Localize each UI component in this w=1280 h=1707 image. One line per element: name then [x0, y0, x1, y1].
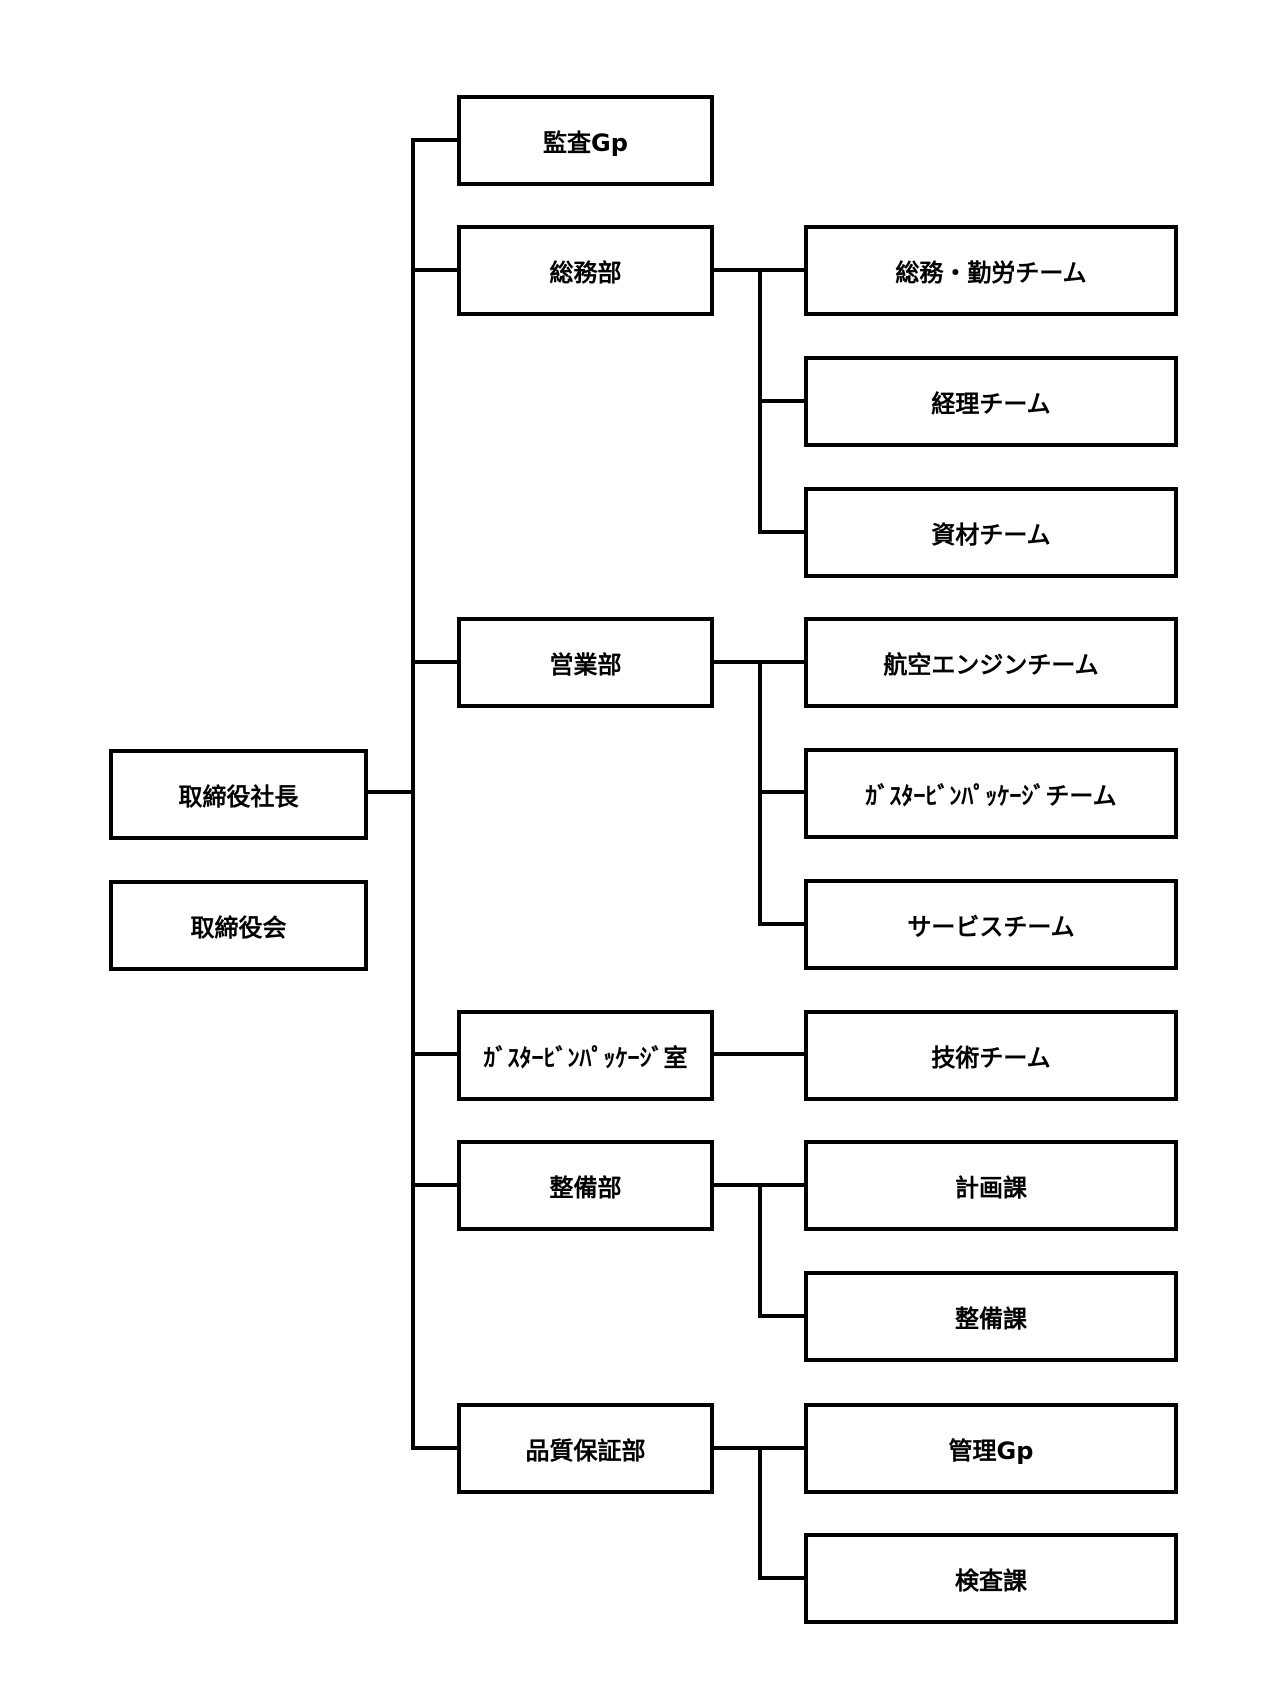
team-box: 検査課 [804, 1533, 1178, 1624]
team-box: 技術チーム [804, 1010, 1178, 1101]
team-box: 航空エンジンチーム [804, 617, 1178, 708]
dept-box-general-affairs: 総務部 [457, 225, 714, 316]
connector-line [411, 138, 415, 1450]
connector-line [758, 1183, 762, 1318]
connector-line [758, 922, 804, 926]
team-box: 整備課 [804, 1271, 1178, 1362]
dept-box-maintenance: 整備部 [457, 1140, 714, 1231]
president-box: 取締役社長 [109, 749, 368, 840]
connector-line [366, 790, 414, 794]
dept-box-gas-turbine: ｶﾞｽﾀｰﾋﾞﾝﾊﾟｯｹｰｼﾞ室 [457, 1010, 714, 1101]
dept-box-quality-assurance: 品質保証部 [457, 1403, 714, 1494]
team-box: 総務・勤労チーム [804, 225, 1178, 316]
team-box: 経理チーム [804, 356, 1178, 447]
board-box: 取締役会 [109, 880, 368, 971]
team-box: 管理Gp [804, 1403, 1178, 1494]
connector-line [411, 1052, 459, 1056]
connector-line [758, 1446, 762, 1580]
team-box: サービスチーム [804, 879, 1178, 970]
connector-line [758, 790, 804, 794]
connector-line [758, 1576, 804, 1580]
connector-line [411, 1446, 459, 1450]
team-box: 資材チーム [804, 487, 1178, 578]
connector-line [758, 399, 804, 403]
connector-line [411, 268, 459, 272]
dept-box-audit: 監査Gp [457, 95, 714, 186]
team-box: ｶﾞｽﾀｰﾋﾞﾝﾊﾟｯｹｰｼﾞチーム [804, 748, 1178, 839]
connector-line [411, 138, 459, 142]
connector-line [758, 530, 804, 534]
connector-line [758, 1314, 804, 1318]
connector-line [712, 1052, 804, 1056]
connector-line [411, 1183, 459, 1187]
connector-line [411, 660, 459, 664]
dept-box-sales: 営業部 [457, 617, 714, 708]
team-box: 計画課 [804, 1140, 1178, 1231]
